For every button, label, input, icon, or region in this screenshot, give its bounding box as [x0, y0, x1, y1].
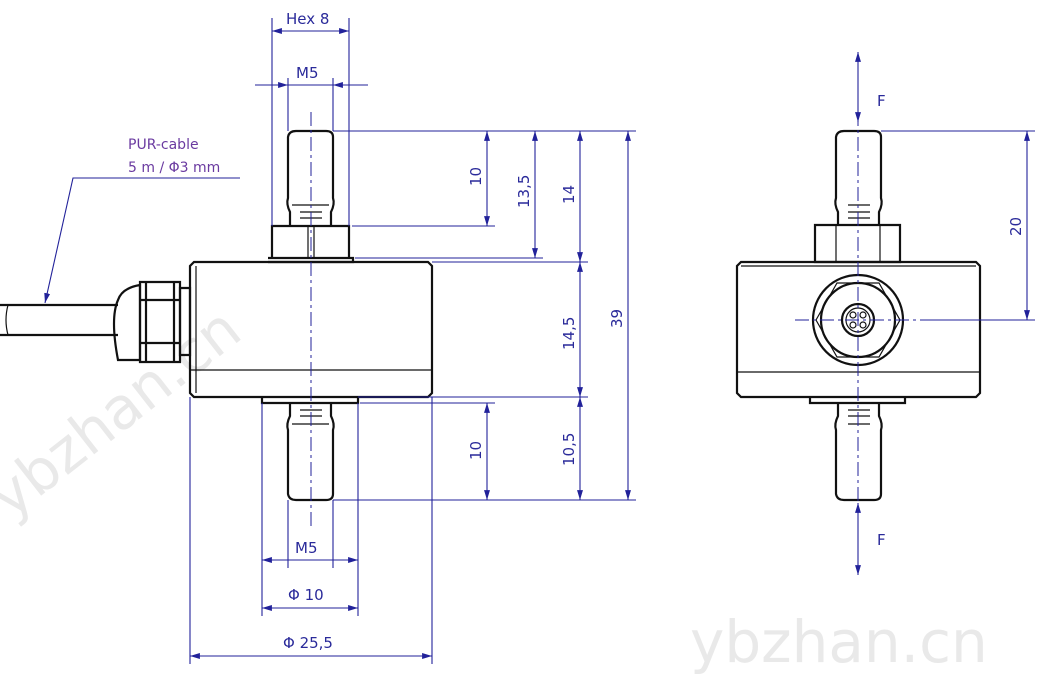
dim-top-thread: 10	[467, 167, 485, 186]
body-outline	[735, 260, 982, 399]
cable-label-line1: PUR-cable	[128, 137, 199, 153]
dimensions-left: Hex 8 M5 10 13,5 14 14,5 10,5 39 10 M5 Φ…	[44, 10, 636, 664]
top-hex-nut	[813, 223, 902, 264]
dim-top-to-body: 13,5	[515, 175, 533, 208]
watermark: ybzhan.cn	[0, 294, 253, 531]
dia25-label: Φ 25,5	[283, 634, 333, 652]
top-stud	[834, 129, 883, 225]
dim-overall: 39	[608, 309, 626, 328]
watermark: ybzhan.cn	[690, 608, 988, 676]
dim-body: 14,5	[560, 317, 578, 350]
left-view: Hex 8 M5 10 13,5 14 14,5 10,5 39 10 M5 Φ…	[0, 10, 636, 664]
right-view: 20 F F	[735, 52, 1035, 575]
force-label-bottom: F	[877, 531, 886, 549]
dim-bottom-thread: 10	[467, 441, 485, 460]
cable-label-line2: 5 m / Φ3 mm	[128, 160, 220, 176]
m5-top-label: M5	[296, 64, 319, 82]
hex-label: Hex 8	[286, 10, 329, 28]
dim-bottom-stud: 10,5	[560, 433, 578, 466]
force-label-top: F	[877, 92, 886, 110]
bottom-flange	[260, 397, 360, 405]
dia10-label: Φ 10	[288, 586, 324, 604]
dim-top-stud: 14	[560, 185, 578, 204]
bottom-stud	[834, 403, 883, 502]
dim-center: 20	[1007, 217, 1025, 236]
m5-bottom-label: M5	[295, 539, 318, 557]
